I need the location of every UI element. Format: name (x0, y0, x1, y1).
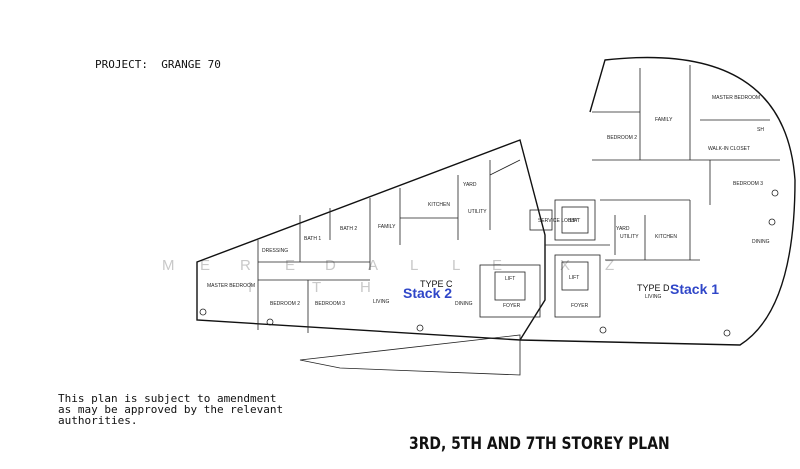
room-family-right: FAMILY (655, 117, 673, 123)
room-kitchen-right: KITCHEN (655, 234, 677, 240)
watermark-letter: A (368, 257, 378, 274)
service-core (545, 199, 610, 318)
room-lift-right: LIFT (569, 275, 579, 281)
watermark-letter: Z (605, 257, 614, 274)
left-unit-outline (196, 139, 546, 341)
room-kitchen-left: KITCHEN (428, 202, 450, 208)
room-master-bedroom-right: MASTER BEDROOM (712, 95, 760, 101)
room-service-lobby: SERVICE LOBBY (538, 218, 579, 224)
room-yard-right: YARD (616, 226, 630, 232)
watermark-letter: L (452, 257, 460, 274)
right-partitions (592, 65, 780, 261)
note-line: as may be approved by the relevant (58, 403, 284, 416)
room-walk-in-closet: WALK-IN CLOSET (708, 146, 750, 152)
room-utility-right: UTILITY (620, 234, 639, 240)
watermark: M E R E D I T H A L L E X Z (162, 257, 614, 296)
room-lift-service: LIFT (570, 218, 580, 224)
room-bath1: BATH 1 (304, 236, 321, 242)
room-bedroom2-left: BEDROOM 2 (270, 301, 300, 307)
room-bedroom3-right: BEDROOM 3 (733, 181, 763, 187)
storey-plan-title: 3RD, 5TH AND 7TH STOREY PLAN (409, 434, 670, 454)
right-unit-outline (519, 56, 796, 346)
room-family-left: FAMILY (378, 224, 396, 230)
room-living-right: LIVING (645, 294, 662, 300)
watermark-letter: E (200, 257, 210, 274)
room-living-left: LIVING (373, 299, 390, 305)
room-master-bedroom-left: MASTER BEDROOM (207, 283, 255, 289)
columns (199, 189, 779, 337)
room-bedroom3-left: BEDROOM 3 (315, 301, 345, 307)
room-yard-left: YARD (463, 182, 477, 188)
left-partitions (257, 159, 553, 333)
room-bedroom2-right: BEDROOM 2 (607, 135, 637, 141)
watermark-letter: D (325, 257, 336, 274)
watermark-letter: E (285, 257, 295, 274)
room-foyer-left: FOYER (503, 303, 521, 309)
watermark-letter: T (312, 279, 321, 296)
room-bath2: BATH 2 (340, 226, 357, 232)
watermark-letter: H (360, 279, 371, 296)
room-sh: SH (757, 127, 764, 133)
note-line: This plan is subject to amendment (58, 392, 277, 405)
room-lift-left: LIFT (505, 276, 515, 282)
room-foyer-right: FOYER (571, 303, 589, 309)
watermark-letter: L (410, 257, 418, 274)
watermark-letter: I (248, 279, 252, 296)
watermark-letter: M (162, 257, 175, 274)
amendment-note: This plan is subject to amendment as may… (58, 393, 298, 426)
stack-2-label: Stack 2 (403, 285, 452, 301)
room-dining-right: DINING (752, 239, 770, 245)
stack-1-label: Stack 1 (670, 281, 719, 297)
project-title: PROJECT: GRANGE 70 (95, 58, 221, 71)
room-utility-left: UTILITY (468, 209, 487, 215)
room-dressing: DRESSING (262, 248, 288, 254)
watermark-letter: X (560, 257, 570, 274)
unit-type-d: TYPE D (637, 283, 670, 293)
watermark-letter: E (492, 257, 502, 274)
watermark-letter: R (240, 257, 251, 274)
note-line: authorities. (58, 414, 138, 427)
unit-type-c: TYPE C (420, 279, 453, 289)
balcony (299, 334, 521, 376)
room-dining-left: DINING (455, 301, 473, 307)
